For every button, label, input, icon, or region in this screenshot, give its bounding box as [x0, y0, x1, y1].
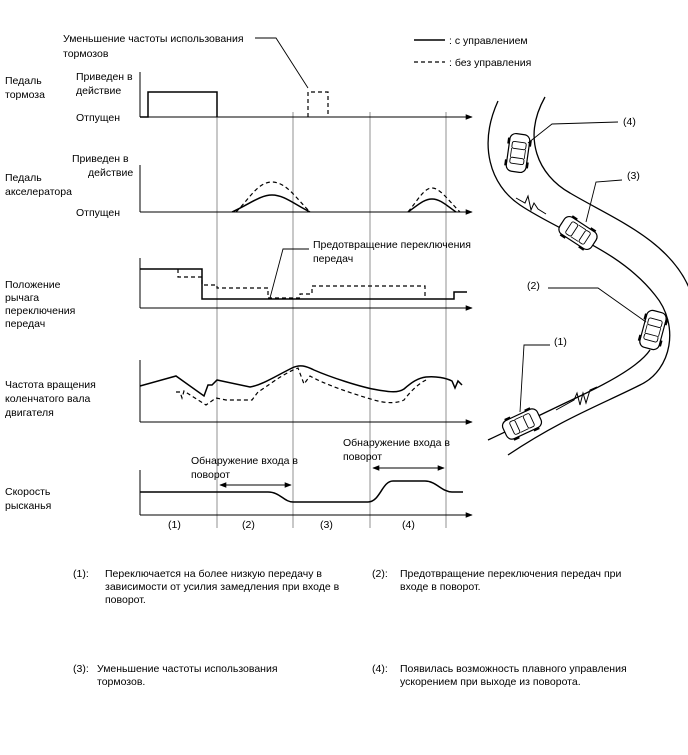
note-1: (1): Переключается на более низкую перед…: [73, 568, 363, 610]
accel-uncontrolled-line-2: [407, 187, 461, 213]
note-4: (4): Появилась возможность плавного упра…: [372, 663, 682, 693]
note-1-number: (1):: [73, 568, 89, 580]
note-4-text-line1: Появилась возможность плавного управлени…: [400, 663, 627, 675]
road-outer-edge: [487, 100, 671, 456]
note-2-text-line1: Предотвращение переключения передач при: [400, 568, 622, 580]
shift-callout-line2: передач: [313, 253, 353, 265]
road-zigzag-2: [555, 386, 598, 411]
phase-label-2: (2): [242, 519, 255, 531]
road-callout-4-label: (4): [623, 116, 636, 128]
road-inner-edge: [533, 96, 688, 288]
road-zigzag-1: [515, 194, 547, 215]
shift-title-line3: переключения: [5, 305, 75, 317]
rpm-uncontrolled-line: [176, 367, 427, 406]
shift-title-line2: рычага: [5, 292, 39, 304]
shift-title-line1: Положение: [5, 279, 61, 291]
yaw-detect1-line2: поворот: [191, 469, 230, 481]
brake-off-label: Отпущен: [76, 112, 120, 124]
road-callout-1-label: (1): [554, 336, 567, 348]
yaw-title-line2: рысканья: [5, 500, 51, 512]
brake-on-line2: действие: [76, 85, 121, 97]
accel-off-label: Отпущен: [76, 207, 120, 219]
road-callout-1-leader: [519, 344, 550, 413]
note-3-number: (3):: [73, 663, 89, 675]
accel-controlled-line-2: [407, 198, 457, 213]
legend-solid-label: : с управлением: [449, 35, 528, 47]
yaw-detect2-line1: Обнаружение входа в: [343, 437, 450, 449]
car-position-4: [502, 131, 534, 175]
note-1-text-line3: поворот.: [105, 594, 146, 606]
phase-dividers: [216, 112, 447, 528]
note-2: (2): Предотвращение переключения передач…: [372, 568, 672, 598]
brake-title-line2: тормоза: [5, 89, 45, 101]
accel-title-line2: акселератора: [5, 186, 72, 198]
yaw-title-line1: Скорость: [5, 486, 51, 498]
shift-callout-line1: Предотвращение переключения: [313, 239, 471, 251]
shift-title-line4: передач: [5, 318, 45, 330]
rpm-title-line3: двигателя: [5, 407, 54, 419]
shift-callout-leader: [269, 248, 309, 299]
brake-on-line1: Приведен в: [76, 71, 133, 83]
phase-label-1: (1): [168, 519, 181, 531]
accel-on-line2: действие: [88, 167, 133, 179]
car-position-1: [499, 404, 545, 444]
top-callout-line2: тормозов: [63, 48, 109, 60]
accel-controlled-line: [231, 194, 311, 213]
phase-label-3: (3): [320, 519, 333, 531]
rpm-controlled-line: [139, 365, 463, 398]
road-callout-3-label: (3): [627, 170, 640, 182]
note-2-text-line2: входе в поворот.: [400, 581, 481, 593]
note-4-text-line2: ускорением при выходе из поворота.: [400, 676, 581, 688]
rpm-title-line2: коленчатого вала: [5, 393, 90, 405]
note-3: (3): Уменьшение частоты использования то…: [73, 663, 363, 693]
shift-uncontrolled-line: [177, 269, 426, 299]
road-callout-3-leader: [585, 179, 623, 223]
accel-title-line1: Педаль: [5, 172, 42, 184]
accel-on-line1: Приведен в: [72, 153, 129, 165]
note-4-number: (4):: [372, 663, 388, 675]
road-callout-4-leader: [527, 121, 619, 144]
note-3-text-line1: Уменьшение частоты использования: [97, 663, 278, 675]
brake-uncontrolled-line: [307, 91, 329, 117]
brake-title-line1: Педаль: [5, 75, 42, 87]
note-2-number: (2):: [372, 568, 388, 580]
road-callout-2-label: (2): [527, 280, 540, 292]
note-1-text-line2: зависимости от усилия замедления при вхо…: [105, 581, 340, 593]
rpm-title-line1: Частота вращения: [5, 379, 96, 391]
yaw-detect1-line1: Обнаружение входа в: [191, 455, 298, 467]
brake-controlled-line: [140, 91, 218, 118]
road-callout-2-leader: [548, 287, 647, 323]
accel-uncontrolled-line: [235, 181, 311, 213]
yaw-controlled-line: [140, 480, 463, 503]
note-3-text-line2: тормозов.: [97, 676, 146, 688]
note-1-text-line1: Переключается на более низкую передачу в: [105, 568, 322, 580]
legend-dashed-label: : без управления: [449, 57, 531, 69]
yaw-detect2-line2: поворот: [343, 451, 382, 463]
car-position-2: [635, 307, 671, 353]
phase-label-4: (4): [402, 519, 415, 531]
top-callout-leader: [255, 37, 309, 89]
shift-controlled-line: [140, 268, 467, 300]
car-position-3: [554, 211, 602, 255]
top-callout-line1: Уменьшение частоты использования: [63, 33, 244, 45]
